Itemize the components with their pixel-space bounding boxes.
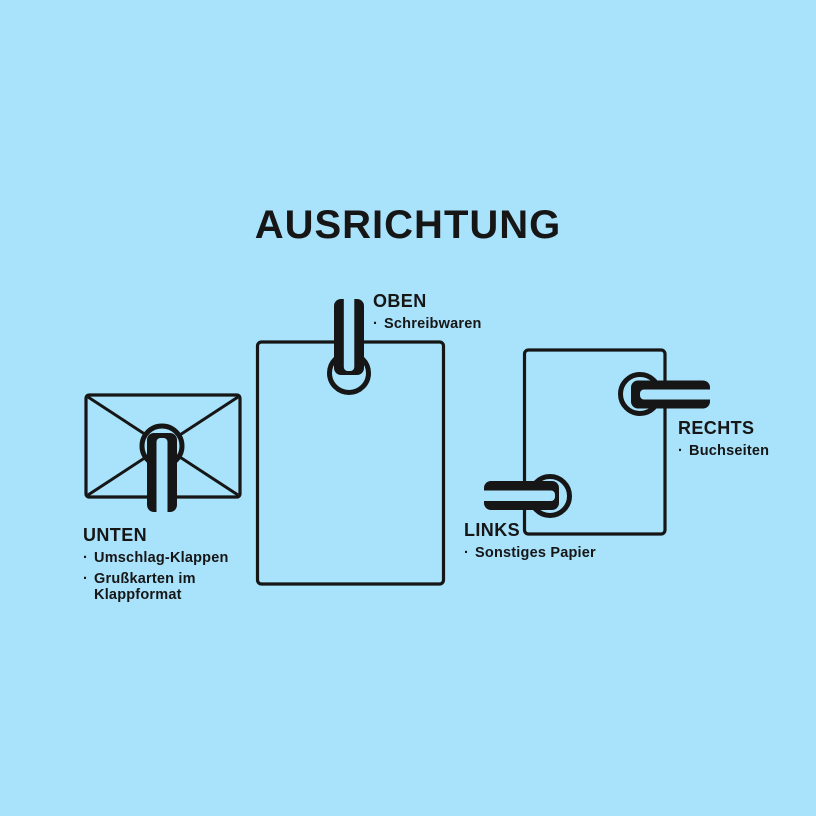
- book-page-icon: [522, 348, 667, 536]
- binder-clip-right-icon: [618, 372, 716, 416]
- bullet-dot: ·: [373, 316, 379, 332]
- list-item: · Schreibwaren: [373, 316, 482, 333]
- page-title: AUSRICHTUNG: [254, 203, 562, 247]
- list-item-text: Grußkarten im Klappformat: [94, 570, 196, 604]
- bullet-dot: ·: [83, 570, 89, 587]
- binder-clip-top-icon: [327, 294, 371, 395]
- section-label-rechts: RECHTS: [678, 418, 755, 438]
- section-label-links: LINKS: [464, 520, 520, 540]
- section-links: LINKS · Sonstiges Papier: [464, 519, 596, 562]
- list-item: · Umschlag-Klappen: [83, 550, 229, 567]
- section-unten: UNTEN · Umschlag-Klappen · Grußkarten im…: [83, 524, 229, 604]
- list-item: · Sonstiges Papier: [464, 545, 596, 562]
- list-item-text: Buchseiten: [689, 443, 770, 459]
- list-item-text: Umschlag-Klappen: [94, 550, 229, 566]
- binder-clip-left-icon: [476, 474, 572, 518]
- section-rechts: RECHTS · Buchseiten: [678, 417, 769, 460]
- bullet-dot: ·: [83, 550, 89, 566]
- bullet-dot: ·: [464, 545, 470, 561]
- list-item: · Buchseiten: [678, 443, 769, 460]
- list-item-text: Schreibwaren: [384, 316, 482, 332]
- section-label-oben: OBEN: [373, 291, 427, 311]
- section-oben: OBEN · Schreibwaren: [373, 290, 482, 333]
- bullet-dot: ·: [678, 443, 684, 459]
- list-item-text: Sonstiges Papier: [475, 545, 596, 561]
- section-label-unten: UNTEN: [83, 525, 147, 545]
- list-item: · Grußkarten im Klappformat: [83, 571, 229, 604]
- binder-clip-bottom-icon: [139, 423, 185, 517]
